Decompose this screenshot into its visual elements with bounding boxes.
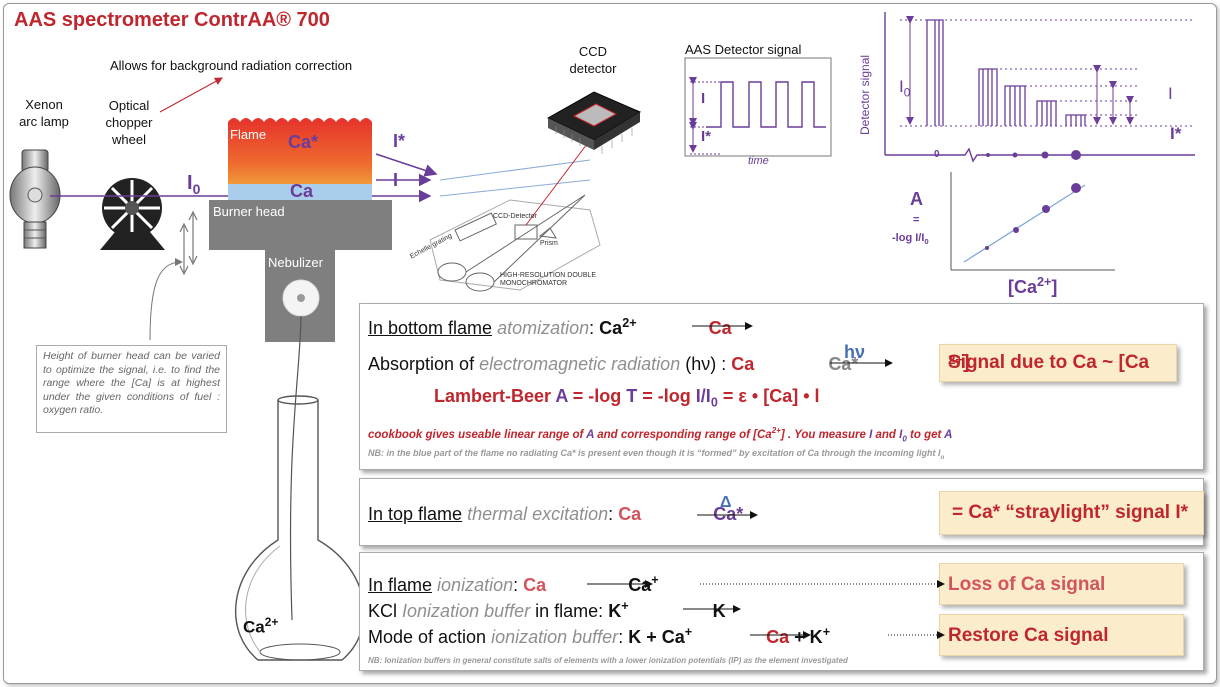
beam-to-optics xyxy=(439,159,591,197)
detector-chart-title: AAS Detector signal xyxy=(685,42,802,57)
ccd-detector-icon xyxy=(546,91,642,154)
nb-blue-flame: NB: in the blue part of the flame no rad… xyxy=(368,448,945,461)
i-label: I xyxy=(393,170,399,190)
page-title: AAS spectrometer ContrAA® 700 xyxy=(14,9,330,31)
chopper-wheel-icon xyxy=(100,178,165,250)
burner-head-label: Burner head xyxy=(213,204,285,219)
absorption-line: Absorption of electromagnetic radiation … xyxy=(368,354,859,374)
thermal-excitation-line: In top flame thermal excitation: Ca Ca* xyxy=(368,504,744,524)
calibration-x-label: [Ca2+] xyxy=(1008,275,1058,297)
atomization-panel: In bottom flame atomization: Ca2+ Ca Abs… xyxy=(359,303,1204,470)
thermal-excitation-panel: In top flame thermal excitation: Ca Ca* … xyxy=(359,478,1204,546)
restore-signal-box: Restore Ca signal xyxy=(939,614,1184,656)
i-star-label: I* xyxy=(393,131,406,151)
monochromator-label: HIGH-RESOLUTION DOUBLE MONOCHROMATOR xyxy=(500,272,597,287)
background-correction-note: Allows for background radiation correcti… xyxy=(110,58,353,73)
ionization-panel: In flame ionization: Ca Ca+ KCl Ionizati… xyxy=(359,552,1204,671)
delta-arrow-label: Δ xyxy=(720,494,732,511)
signal-i0-label: I0 xyxy=(899,77,911,100)
ionization-line: In flame ionization: Ca Ca+ xyxy=(368,573,659,595)
straylight-box: = Ca* “straylight” signal I* xyxy=(939,491,1204,535)
monochromator-sketch xyxy=(429,139,601,292)
ca-in-flame: Ca xyxy=(290,181,314,201)
xenon-lamp-icon xyxy=(9,149,61,249)
loss-signal-box: Loss of Ca signal xyxy=(939,563,1184,605)
buffer-action-line: Mode of action ionization buffer: K + Ca… xyxy=(368,625,831,647)
detector-i-star-label: I* xyxy=(701,128,712,145)
detector-i-label: I xyxy=(701,90,706,107)
volumetric-flask-icon xyxy=(235,395,365,661)
nb-ionization: NB: Ionization buffers in general consti… xyxy=(368,656,848,665)
chopper-wheel-label: Optical chopper wheel xyxy=(105,98,153,147)
i0-label: I0 xyxy=(187,172,201,197)
ccd-detector-small-label: CCD-Detector xyxy=(493,213,537,220)
burner-height-note: Height of burner head can be varied to o… xyxy=(36,345,227,433)
calibration-eq-label: = xyxy=(913,214,920,226)
nebulizer-label: Nebulizer xyxy=(268,255,323,270)
pointer-arrow xyxy=(159,77,223,113)
lambert-beer-line: Lambert-Beer A = -log T = -log I/I0 = ε … xyxy=(434,386,820,410)
flask-ion-label: Ca2+ xyxy=(243,615,279,637)
xenon-lamp-label: Xenon arc lamp xyxy=(19,97,69,129)
signal-x-zero: 0 xyxy=(934,149,940,160)
sample-tube xyxy=(289,315,302,621)
prism-label: Prism xyxy=(540,240,558,247)
calibration-log-label: -log I/I0 xyxy=(892,232,929,247)
height-adjust-arrows xyxy=(179,210,198,276)
kcl-buffer-line: KCl Ionization buffer in flame: K+ K xyxy=(368,599,726,621)
hv-arrow-label: hν xyxy=(844,342,866,362)
calibration-a-label: A xyxy=(910,189,923,209)
signal-i-star-label: I* xyxy=(1170,124,1182,143)
detector-x-label: time xyxy=(748,155,769,167)
burner-head xyxy=(209,200,392,250)
flame-label: Flame xyxy=(230,127,267,142)
flame-icon xyxy=(228,118,372,200)
emission-beam xyxy=(375,153,438,177)
atomization-line: In bottom flame atomization: Ca2+ Ca xyxy=(368,316,732,338)
cookbook-line: cookbook gives useable linear range of A… xyxy=(368,426,953,444)
ca-star-in-flame: Ca* xyxy=(288,132,319,152)
ccd-label: CCD detector xyxy=(569,44,617,76)
signal-i-label: I xyxy=(1168,84,1173,103)
